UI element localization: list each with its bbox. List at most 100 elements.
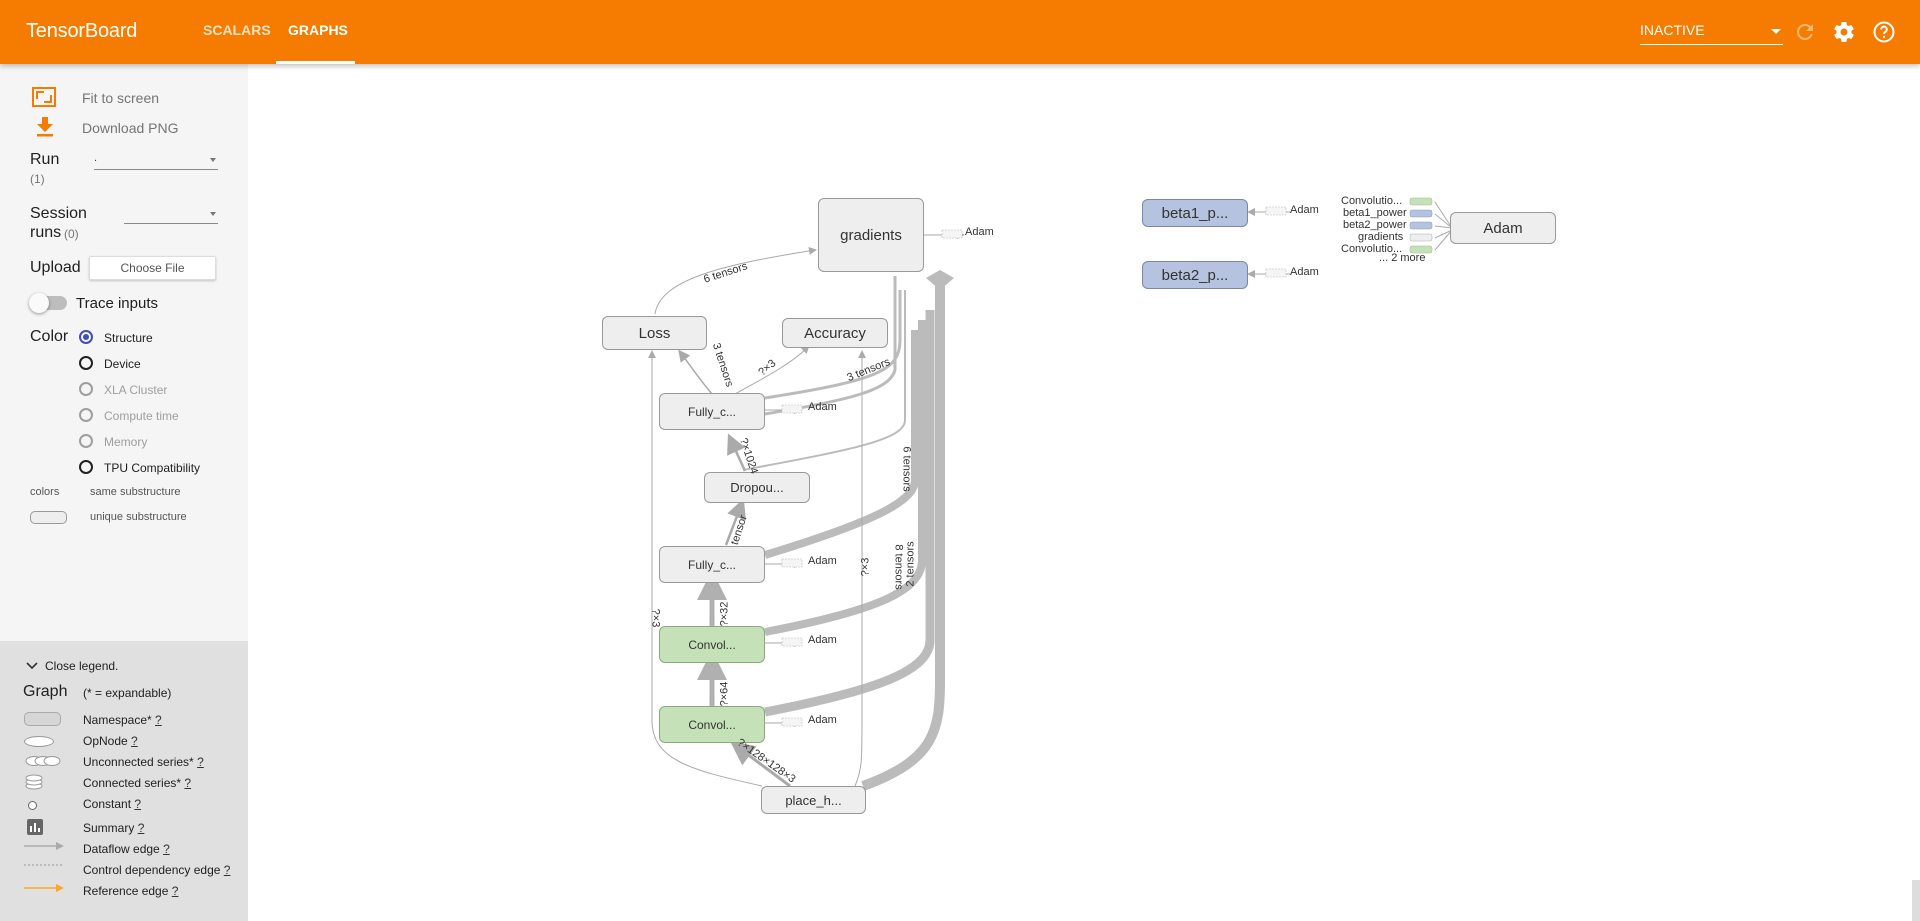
run-select[interactable]: .: [94, 152, 218, 170]
adam-control-label: Adam: [1290, 204, 1319, 216]
reference-edge-symbol: [24, 884, 64, 892]
convolution-2-node[interactable]: Convol...: [659, 706, 765, 743]
session-runs-count: (0): [64, 227, 79, 241]
placeholder-node[interactable]: place_h...: [761, 786, 866, 814]
edge-label: ?×32: [718, 601, 731, 627]
reference-help-link[interactable]: ?: [171, 884, 179, 898]
beta1-power-node[interactable]: beta1_p...: [1142, 199, 1248, 227]
edge-label: ?×64: [718, 681, 731, 707]
legend-opnode-label: OpNode: [83, 734, 128, 748]
constant-help-link[interactable]: ?: [134, 797, 142, 811]
help-icon[interactable]: [1872, 20, 1896, 44]
upload-label: Upload: [30, 259, 81, 276]
adam-input-label: Convolutio...: [1341, 243, 1403, 255]
legend-opnode: OpNode ?: [83, 734, 138, 748]
active-tab-indicator: [276, 61, 355, 64]
loss-node[interactable]: Loss: [602, 316, 707, 350]
choose-file-button[interactable]: Choose File: [89, 256, 216, 280]
download-icon[interactable]: [36, 117, 54, 137]
legend-unconnected-series: Unconnected series* ?: [83, 755, 204, 769]
adam-input-label: gradients: [1358, 231, 1404, 243]
fully-connected-1-node[interactable]: Fully_c...: [659, 393, 765, 430]
legend-constant: Constant ?: [83, 797, 141, 811]
tab-graphs[interactable]: GRAPHS: [288, 22, 348, 38]
opnode-help-link[interactable]: ?: [131, 734, 138, 748]
summary-help-link[interactable]: ?: [137, 821, 145, 835]
color-option-compute-time: Compute time: [104, 409, 179, 423]
top-toolbar: TensorBoard SCALARS GRAPHS INACTIVE: [0, 0, 1920, 64]
color-radio-compute-time[interactable]: [79, 408, 93, 422]
beta2-power-node[interactable]: beta2_p...: [1142, 261, 1248, 289]
color-radio-structure[interactable]: [79, 330, 93, 344]
legend-control-dependency: Control dependency edge ?: [83, 863, 230, 877]
graph-canvas[interactable]: gradients Loss Accuracy Fully_c... Dropo…: [248, 64, 1920, 921]
legend-unconnected-label: Unconnected series*: [83, 755, 194, 769]
app-title: TensorBoard: [26, 20, 138, 42]
trace-inputs-label: Trace inputs: [76, 295, 158, 312]
session-runs-select[interactable]: [124, 206, 218, 224]
color-radio-tpu[interactable]: [79, 460, 93, 474]
session-label: Session: [30, 205, 87, 222]
convolution-1-node[interactable]: Convol...: [659, 626, 765, 663]
fully-connected-2-node[interactable]: Fully_c...: [659, 546, 765, 583]
legend-namespace-label: Namespace*: [83, 713, 152, 727]
connected-help-link[interactable]: ?: [184, 776, 192, 790]
edge-label: 6 tensors: [900, 446, 913, 492]
dataflow-help-link[interactable]: ?: [163, 842, 170, 856]
legend-title: Graph: [23, 683, 68, 700]
unconnected-help-link[interactable]: ?: [197, 755, 204, 769]
adam-control-label: Adam: [808, 401, 837, 413]
legend-reference-label: Reference edge: [83, 884, 169, 898]
adam-input-label: beta2_power: [1343, 219, 1407, 231]
same-substructure-label: same substructure: [90, 486, 181, 498]
adam-node[interactable]: Adam: [1450, 212, 1556, 244]
dropout-node[interactable]: Dropou...: [704, 472, 810, 503]
color-radio-xla-cluster[interactable]: [79, 382, 93, 396]
fit-to-screen-icon[interactable]: [32, 87, 56, 107]
control-help-link[interactable]: ?: [223, 863, 231, 877]
adam-control-label: Adam: [808, 714, 837, 726]
edge-label: 8 tensors: [892, 544, 905, 590]
color-radio-memory[interactable]: [79, 434, 93, 448]
color-option-xla-cluster: XLA Cluster: [104, 383, 168, 397]
color-option-tpu: TPU Compatibility: [104, 461, 201, 475]
unique-substructure-swatch: [30, 511, 67, 524]
edge-label: ?×3: [649, 608, 662, 628]
download-png-button[interactable]: Download PNG: [82, 120, 179, 136]
summary-icon: [27, 819, 43, 835]
run-status-select[interactable]: INACTIVE: [1640, 22, 1783, 45]
gradients-node[interactable]: gradients: [818, 198, 924, 272]
expandable-note: (* = expandable): [83, 686, 172, 700]
adam-input-label: beta1_power: [1343, 207, 1407, 219]
close-legend-button[interactable]: Close legend.: [45, 659, 119, 673]
adam-control-label: Adam: [1290, 266, 1319, 278]
legend-constant-label: Constant: [83, 797, 132, 811]
run-status-value: INACTIVE: [1640, 22, 1705, 38]
toggle-knob: [29, 293, 49, 313]
unique-substructure-label: unique substructure: [90, 511, 187, 523]
color-radio-device[interactable]: [79, 356, 93, 370]
tab-scalars[interactable]: SCALARS: [203, 22, 271, 38]
namespace-help-link[interactable]: ?: [155, 713, 162, 727]
fit-to-screen-button[interactable]: Fit to screen: [82, 90, 160, 106]
settings-icon[interactable]: [1832, 20, 1856, 44]
unconnected-series-symbol: [25, 756, 61, 766]
opnode-symbol: [24, 736, 54, 747]
legend-summary-label: Summary: [83, 821, 135, 835]
legend-reference-edge: Reference edge ?: [83, 884, 178, 898]
colors-label: colors: [30, 486, 60, 498]
adam-control-label: Adam: [965, 226, 994, 238]
color-option-memory: Memory: [104, 435, 148, 449]
legend-namespace: Namespace* ?: [83, 713, 162, 727]
legend-connected-label: Connected series*: [83, 776, 182, 790]
control-dependency-edge-symbol: [24, 864, 64, 866]
run-label: Run: [30, 151, 60, 168]
adam-more-label: ... 2 more: [1379, 252, 1426, 264]
chevron-down-icon[interactable]: [26, 661, 38, 671]
color-option-structure: Structure: [104, 331, 153, 345]
trace-inputs-toggle[interactable]: [29, 293, 67, 313]
canvas-scrollbar[interactable]: [1912, 880, 1920, 921]
refresh-icon[interactable]: [1793, 20, 1817, 44]
graph-legend: Close legend. Graph (* = expandable) Nam…: [0, 641, 248, 921]
accuracy-node[interactable]: Accuracy: [782, 318, 888, 348]
